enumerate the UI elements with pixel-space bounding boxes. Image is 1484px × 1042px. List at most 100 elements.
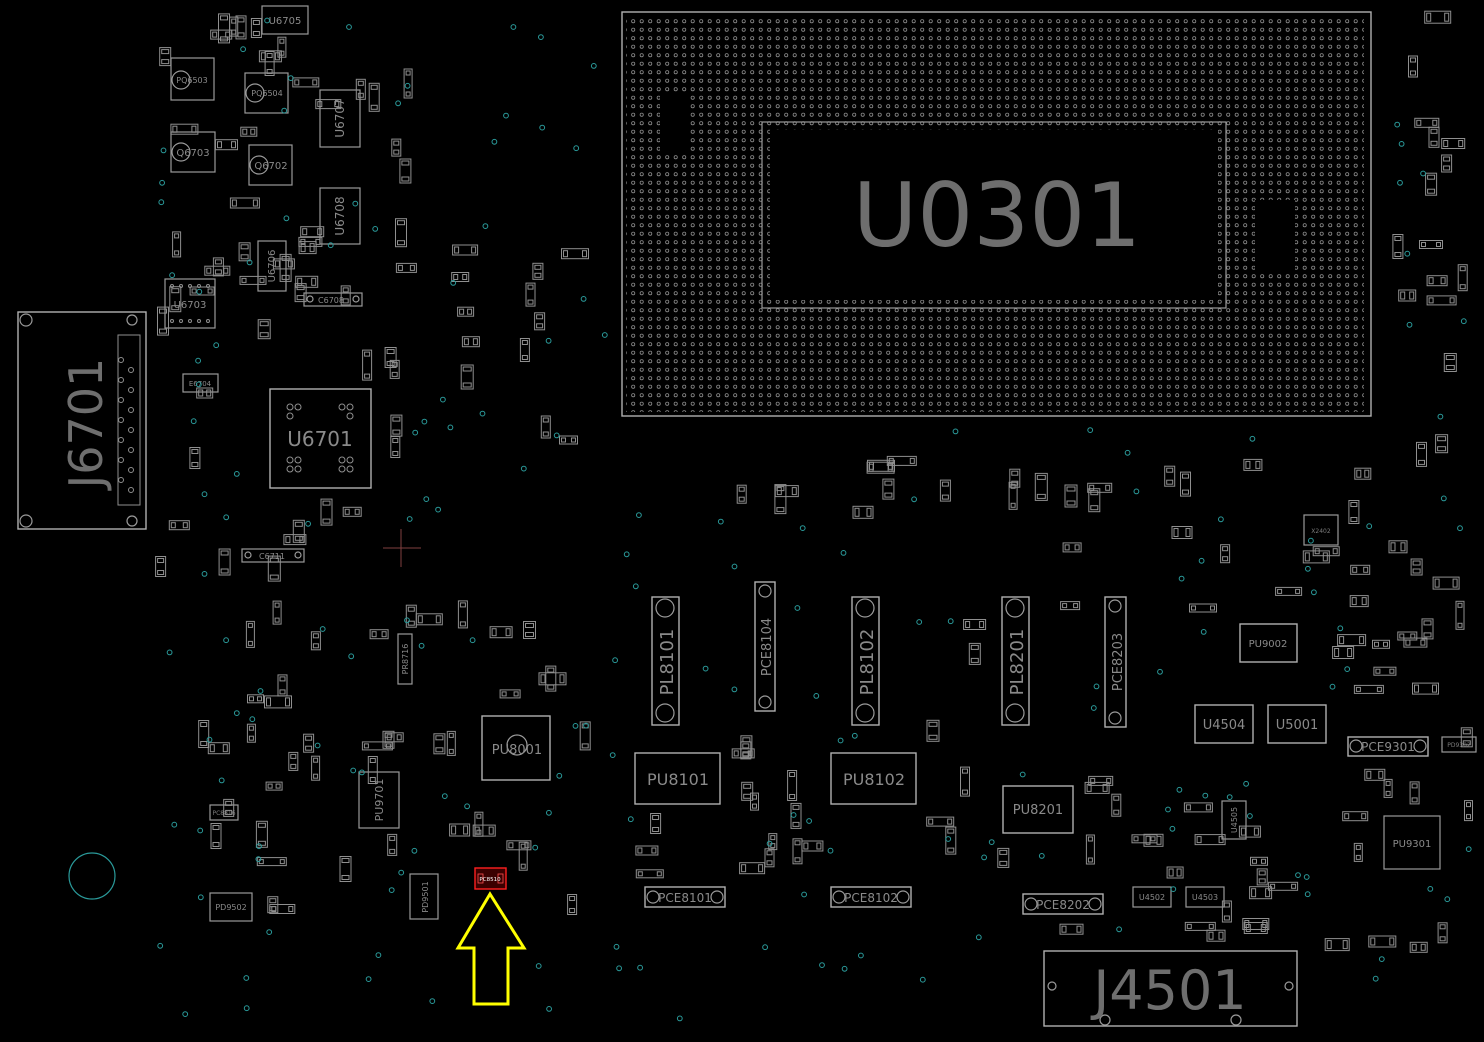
smd-pad (791, 487, 797, 496)
smd-pad (1416, 119, 1422, 126)
smd-pad (1378, 770, 1384, 779)
u0301-bga[interactable]: U0301 (621, 11, 1372, 417)
pq6503-mosfet[interactable]: PQ6503 (170, 57, 215, 101)
u5001-ic[interactable]: U5001 (1267, 704, 1327, 744)
pce8104-label: PCE8104 (760, 618, 775, 676)
pce9301-cap[interactable]: PCE9301 (1347, 736, 1429, 757)
smd-pad (1291, 883, 1297, 889)
smd-pad (369, 777, 376, 782)
pu8101-ic[interactable]: PU8101 (634, 752, 721, 805)
u4505-ic[interactable]: U4505 (1221, 800, 1247, 840)
u6701-label: U6701 (287, 427, 353, 451)
via (819, 962, 825, 968)
c6711-cap[interactable]: C6711 (241, 548, 305, 563)
pce8104-cap[interactable]: PCE8104 (754, 581, 776, 712)
smd-pad (1421, 242, 1426, 247)
pd9501-diode[interactable]: PD9501 (409, 873, 439, 920)
smd-part (384, 732, 404, 743)
via (1308, 537, 1314, 544)
pu8001-ic[interactable]: PU8001 (481, 715, 551, 781)
q6703-mosfet[interactable]: Q6703 (170, 131, 216, 173)
smd-part (739, 862, 766, 875)
via (840, 550, 847, 556)
smd-part (1409, 941, 1428, 953)
e6704-label: E6704 (189, 380, 212, 388)
pl8201-inductor[interactable]: PL8201 (1001, 596, 1030, 726)
pce8202-cap[interactable]: PCE8202 (1022, 893, 1104, 915)
smd-pad (305, 745, 313, 751)
smd-pad (1342, 940, 1348, 950)
smd-pad (1245, 460, 1251, 469)
pu9002-label: PU9002 (1249, 639, 1288, 650)
smd-pad (463, 825, 469, 835)
u6703-ic[interactable]: U6703 (164, 278, 216, 329)
via (314, 742, 321, 749)
smd-pad (1011, 470, 1019, 476)
pce8101-cap[interactable]: PCE8101 (644, 886, 726, 908)
smd-part (1171, 526, 1193, 539)
q6702-mosfet[interactable]: Q6702 (248, 144, 293, 186)
via (201, 491, 208, 498)
via (359, 769, 365, 776)
smd-pad (1223, 915, 1230, 921)
pce8203-cap[interactable]: PCE8203 (1104, 596, 1127, 728)
smd-pad (513, 691, 519, 697)
c6708-cap[interactable]: C6708 (303, 292, 363, 307)
smd-pad (738, 486, 745, 492)
smd-pad (364, 373, 371, 379)
via (911, 496, 917, 503)
smd-pad (174, 233, 180, 239)
pq6504-mosfet[interactable]: PQ6504 (244, 72, 289, 114)
smd-part (650, 813, 662, 834)
j6701-connector[interactable]: J6701 (17, 311, 147, 530)
via (169, 272, 176, 279)
u6707-ic[interactable]: U6707 (319, 89, 361, 148)
pce8102-cap[interactable]: PCE8102 (830, 886, 912, 908)
smd-pad (191, 462, 199, 467)
smd-pad (322, 518, 331, 524)
smd-part (369, 629, 389, 640)
pl8101-inductor[interactable]: PL8101 (651, 596, 680, 726)
pq6503-label: PQ6503 (176, 76, 207, 85)
u4504-ic[interactable]: U4504 (1194, 704, 1254, 744)
u6701-ic[interactable]: U6701 (269, 388, 372, 489)
pd9302-diode[interactable]: PD9302 (1441, 736, 1477, 753)
smd-pad (242, 128, 248, 135)
pu8201-ic[interactable]: PU8201 (1002, 785, 1074, 834)
u4502-ic[interactable]: U4502 (1132, 886, 1172, 908)
smd-pad (776, 507, 785, 513)
e6704-element[interactable]: E6704 (182, 373, 219, 393)
smd-pad (225, 809, 233, 815)
via (196, 288, 203, 295)
smd-pad (474, 826, 480, 835)
pu9002-ic[interactable]: PU9002 (1239, 623, 1298, 663)
u4502-label: U4502 (1139, 893, 1165, 902)
smd-pad (174, 250, 180, 256)
smd-pad (1426, 12, 1432, 22)
smd-pad (534, 264, 542, 270)
smd-pad (214, 259, 222, 265)
pd9502-diode[interactable]: PD9502 (209, 892, 253, 922)
pu9701-ic[interactable]: PU9701 (358, 771, 400, 829)
via (240, 46, 247, 53)
smd-pad (370, 104, 378, 110)
prb716-resistor[interactable]: PR8716 (397, 633, 413, 685)
smd-pad (341, 875, 350, 880)
u6705-ic[interactable]: U6705 (261, 5, 309, 35)
u0301-label: U0301 (853, 164, 1141, 267)
smd-pad (520, 843, 526, 849)
pu8102-ic[interactable]: PU8102 (830, 752, 917, 805)
smd-part (1388, 540, 1408, 554)
u6708-ic[interactable]: U6708 (319, 187, 361, 245)
x2402-crystal[interactable]: X2402 (1303, 514, 1339, 546)
u4503-ic[interactable]: U4503 (1185, 886, 1225, 908)
pu9301-ic[interactable]: PU9301 (1383, 815, 1441, 870)
smd-part (292, 77, 320, 88)
pc8510-highlight[interactable]: PC8510 (474, 867, 507, 890)
smd-pad (1076, 925, 1082, 933)
u6706-ic[interactable]: U6706 (257, 240, 287, 292)
pl8102-inductor[interactable]: PL8102 (851, 596, 880, 726)
smd-part (1164, 465, 1176, 487)
j4501-connector[interactable]: J4501 (1043, 950, 1298, 1027)
